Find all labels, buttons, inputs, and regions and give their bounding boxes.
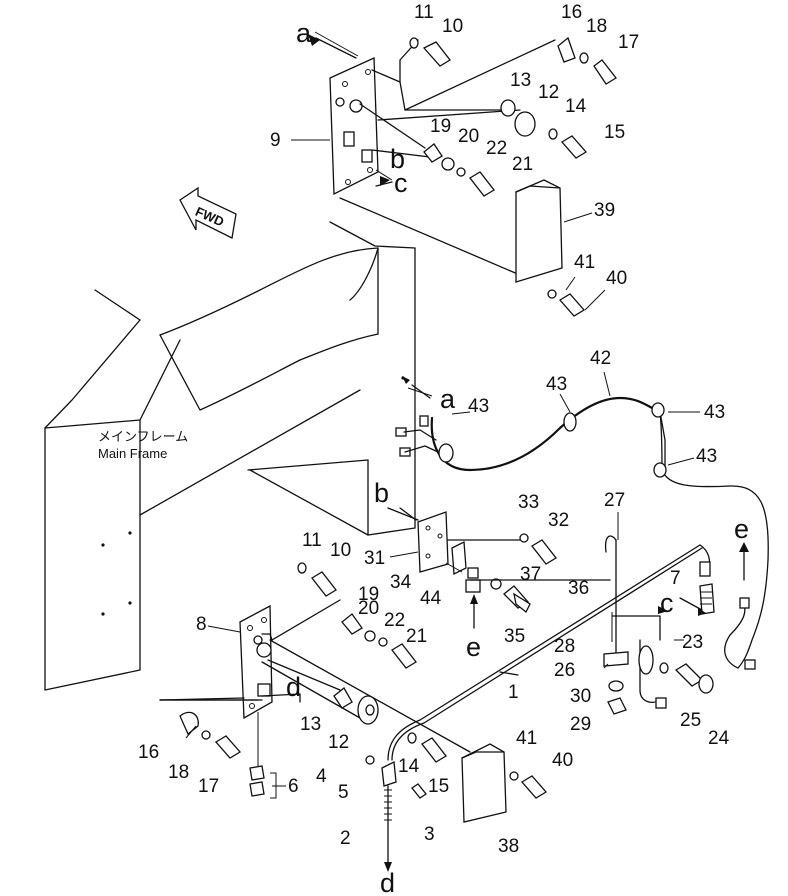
part-number-30: 30 xyxy=(570,686,591,707)
part-number-40-bottom: 40 xyxy=(552,750,573,771)
part-number-16-bottom: 16 xyxy=(138,742,159,763)
part-number-28: 28 xyxy=(554,636,575,657)
part-number-38: 38 xyxy=(498,836,519,857)
part-number-10-bottom: 10 xyxy=(330,540,351,561)
part-number-41-bottom: 41 xyxy=(516,728,537,749)
middle-bracket xyxy=(417,511,557,614)
part-number-19-top: 19 xyxy=(430,116,451,137)
part-number-26: 26 xyxy=(554,660,575,681)
part-number-22-bottom: 22 xyxy=(384,610,405,631)
part-number-31: 31 xyxy=(364,548,385,569)
part-number-24: 24 xyxy=(708,728,730,749)
upper-parts xyxy=(409,36,617,317)
part-number-11-top: 11 xyxy=(414,2,434,23)
part-number-39: 39 xyxy=(594,200,615,221)
part-number-36: 36 xyxy=(568,578,589,599)
part-number-12-top: 12 xyxy=(538,82,559,103)
part-number-20-bottom: 20 xyxy=(358,598,379,619)
wire-harness xyxy=(395,396,769,670)
main-frame-label-en: Main Frame xyxy=(98,446,167,461)
part-number-37: 37 xyxy=(520,564,541,585)
part-number-labels: 11 10 16 18 17 13 12 14 15 9 19 20 22 21… xyxy=(138,2,730,857)
part-number-33: 33 xyxy=(518,492,539,513)
part-number-20-top: 20 xyxy=(458,126,479,147)
main-frame xyxy=(44,221,416,691)
part-number-29: 29 xyxy=(570,714,591,735)
part-number-35: 35 xyxy=(504,626,525,647)
part-number-18-top: 18 xyxy=(586,16,607,37)
part-number-41-top: 41 xyxy=(574,252,595,273)
part-number-18-bottom: 18 xyxy=(168,762,189,783)
fwd-arrow-icon: FWD xyxy=(179,186,237,239)
lower-parts xyxy=(179,562,548,861)
part-number-44: 44 xyxy=(420,588,442,609)
part-number-8: 8 xyxy=(196,614,207,635)
part-number-22-top: 22 xyxy=(486,138,507,159)
part-number-21-top: 21 xyxy=(512,154,533,175)
part-number-25: 25 xyxy=(680,710,701,731)
part-number-15-top: 15 xyxy=(604,122,625,143)
part-number-12-bottom: 12 xyxy=(328,732,349,753)
part-number-34: 34 xyxy=(390,572,412,593)
part-number-23: 23 xyxy=(682,632,703,653)
main-frame-label-jp: メインフレーム xyxy=(98,429,188,444)
part-number-14-bottom: 14 xyxy=(398,756,420,777)
part-number-6: 6 xyxy=(288,776,299,797)
part-number-32: 32 xyxy=(548,510,569,531)
callout-d-bottom: d xyxy=(380,868,395,896)
part-number-13-bottom: 13 xyxy=(300,714,321,735)
part-number-42: 42 xyxy=(590,348,611,369)
part-number-15-bottom: 15 xyxy=(428,776,449,797)
part-number-10-top: 10 xyxy=(442,16,463,37)
part-number-17-bottom: 17 xyxy=(198,776,219,797)
callout-a-bottom: a xyxy=(440,384,456,414)
part-number-3: 3 xyxy=(424,824,435,845)
part-number-19-bottom: 19 xyxy=(358,584,379,605)
part-number-7: 7 xyxy=(670,568,681,589)
callout-c-top: c xyxy=(394,168,408,198)
callout-d-bracket: d xyxy=(286,672,301,702)
part-number-16-top: 16 xyxy=(561,2,582,23)
lower-bracket-plate xyxy=(239,604,273,720)
callout-c-bottom: c xyxy=(660,588,674,618)
part-number-1: 1 xyxy=(508,682,519,703)
part-number-13-top: 13 xyxy=(510,70,531,91)
cable-clamp-assembly xyxy=(603,535,715,715)
part-number-43-d: 43 xyxy=(696,446,717,467)
part-number-43-b: 43 xyxy=(468,396,489,417)
callout-b-bottom: b xyxy=(374,478,389,508)
control-cable xyxy=(387,544,711,761)
part-number-43-c: 43 xyxy=(704,402,725,423)
callout-e-middle: e xyxy=(466,632,481,662)
part-number-27: 27 xyxy=(604,490,625,511)
callout-e-right: e xyxy=(734,514,749,544)
part-number-11-bottom: 11 xyxy=(302,530,322,551)
part-number-4: 4 xyxy=(316,766,327,787)
part-number-17-top: 17 xyxy=(618,32,639,53)
letter-callouts: a b c a b e c e d d xyxy=(286,18,749,896)
part-number-40-top: 40 xyxy=(606,268,627,289)
part-number-14-top: 14 xyxy=(565,96,587,117)
upper-bracket-plate xyxy=(329,57,379,196)
part-number-5: 5 xyxy=(338,782,349,803)
part-number-2: 2 xyxy=(340,828,351,849)
part-number-9: 9 xyxy=(270,130,281,151)
part-number-21-bottom: 21 xyxy=(406,626,427,647)
callout-a-top: a xyxy=(296,18,312,48)
callout-b-top: b xyxy=(390,144,405,174)
part-number-43-a: 43 xyxy=(546,374,567,395)
